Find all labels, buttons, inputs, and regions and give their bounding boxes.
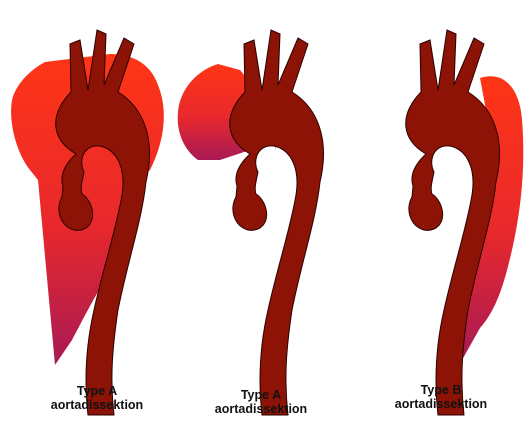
term-label-1: aortadissektion bbox=[22, 398, 172, 412]
type-label-3: Type B bbox=[366, 383, 516, 397]
aorta-figure-2 bbox=[178, 30, 324, 415]
aorta-figure-1 bbox=[11, 30, 164, 415]
caption-panel-2: Type A aortadissektion bbox=[186, 388, 336, 416]
caption-panel-1: Type A aortadissektion bbox=[22, 384, 172, 412]
type-label-2: Type A bbox=[186, 388, 336, 402]
term-label-3: aortadissektion bbox=[366, 397, 516, 411]
type-label-1: Type A bbox=[22, 384, 172, 398]
aorta-figure-3 bbox=[406, 30, 524, 415]
term-label-2: aortadissektion bbox=[186, 402, 336, 416]
caption-panel-3: Type B aortadissektion bbox=[366, 383, 516, 411]
